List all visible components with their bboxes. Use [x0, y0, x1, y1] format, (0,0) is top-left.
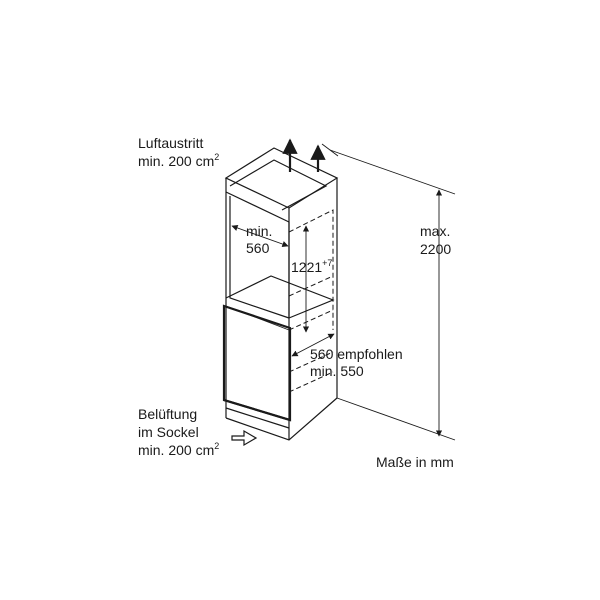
dashed-mid [288, 309, 334, 331]
dim-depth [291, 333, 335, 357]
niche-shelf [225, 275, 335, 319]
air-out-label-1: Luftaustritt [138, 135, 203, 151]
dim-bottom-ext [336, 397, 456, 441]
niche-top-line [225, 191, 290, 223]
dim-width-line [231, 224, 289, 248]
cabinet [224, 147, 339, 441]
dashed-back-upper [288, 209, 334, 330]
dim-depth-line [291, 333, 335, 357]
cabinet-top-rim [229, 159, 328, 211]
depth-label-2: min. 550 [310, 363, 364, 379]
vent-label-2: im Sockel [138, 424, 199, 440]
depth-label-1: 560 empfohlen [310, 346, 403, 362]
door-top-edge [225, 305, 290, 331]
max-height-label-2: 2200 [420, 241, 451, 257]
dim-width [231, 224, 289, 248]
dim-max-height [321, 143, 456, 441]
niche-interior [229, 196, 290, 319]
cabinet-bottom [225, 397, 338, 441]
air-out-label-2: min. 200 cm2 [138, 152, 219, 169]
vent-arrow-icon [231, 429, 258, 447]
dashed-shelf [288, 275, 334, 297]
air-outlet-arrows [282, 138, 326, 172]
dim-top-ext [329, 149, 456, 195]
max-height-label-1: max. [420, 223, 450, 239]
min-width-label-2: 560 [246, 240, 270, 256]
plinth-line [225, 407, 290, 429]
dim-top-tick [321, 143, 339, 157]
vent-arrow [231, 429, 258, 447]
vent-label-1: Belüftung [138, 406, 197, 422]
plinth-top [223, 398, 291, 422]
appliance-door [222, 304, 292, 429]
niche-height-label: 1221+7 [291, 258, 332, 275]
min-width-label-1: min. [246, 223, 272, 239]
units-label: Maße in mm [376, 454, 454, 470]
dashed-bottom [288, 371, 334, 393]
vent-label-3: min. 200 cm2 [138, 441, 219, 458]
